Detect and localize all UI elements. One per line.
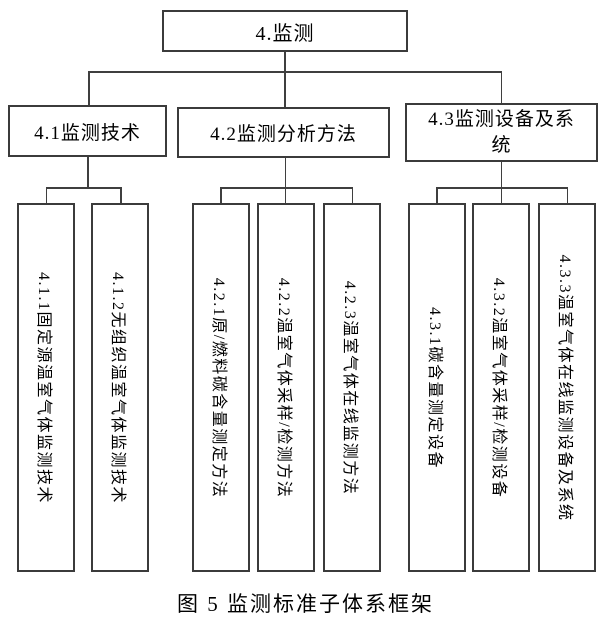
node-4-3-3-ghg-online-monitoring-equipment-systems: 4.3.3温室气体在线监测设备及系统 [538, 203, 596, 572]
node-4-3-1-label: 4.3.1碳含量测定设备 [426, 306, 443, 469]
connector-4-1-stem [87, 157, 89, 188]
connector-root-stem [284, 52, 286, 72]
node-4-monitoring-label: 4.监测 [255, 22, 315, 45]
connector-4-1-bus [45, 187, 122, 189]
connector-drop-4-3-2 [500, 187, 502, 203]
node-4-1-label: 4.1监测技术 [34, 122, 141, 144]
connector-4-2-bus [220, 187, 353, 189]
connector-drop-4-2-3 [351, 187, 353, 203]
figure-caption: 图 5 监测标准子体系框架 [177, 592, 434, 616]
connector-4-3-bus [436, 187, 568, 189]
connector-4-2-stem [284, 158, 286, 188]
node-4-2-2-label: 4.2.2温室气体采样/检测方法 [275, 277, 292, 498]
node-4-2-1-label: 4.2.1原/燃料碳含量测定方法 [210, 277, 227, 498]
connector-4-3-stem [500, 162, 502, 188]
node-4-2-2-ghg-sampling-testing-methods: 4.2.2温室气体采样/检测方法 [257, 203, 315, 572]
connector-drop-4-3-1 [436, 187, 438, 203]
connector-drop-4-3 [500, 71, 502, 103]
node-4-1-1-label: 4.1.1固定源温室气体监测技术 [35, 271, 52, 504]
connector-drop-4-1 [88, 71, 90, 105]
connector-drop-4-3-3 [566, 187, 568, 203]
node-4-1-2-fugitive-ghg-monitoring-technology: 4.1.2无组织温室气体监测技术 [91, 203, 149, 572]
connector-drop-4-1-2 [120, 187, 122, 203]
node-4-3-1-carbon-content-determination-equipment: 4.3.1碳含量测定设备 [408, 203, 466, 572]
connector-drop-4-2-1 [220, 187, 222, 203]
connector-drop-4-2-2 [284, 187, 286, 203]
node-4-2-3-label: 4.2.3温室气体在线监测方法 [341, 280, 358, 495]
connector-drop-4-2 [284, 71, 286, 107]
node-4-3-3-label: 4.3.3温室气体在线监测设备及系统 [556, 253, 573, 522]
node-4-1-monitoring-technology: 4.1监测技术 [8, 105, 167, 157]
node-4-2-monitoring-analysis-methods: 4.2监测分析方法 [177, 107, 390, 158]
node-4-2-label: 4.2监测分析方法 [210, 124, 357, 145]
node-4-3-2-ghg-sampling-testing-equipment: 4.3.2温室气体采样/检测设备 [472, 203, 530, 572]
node-4-monitoring: 4.监测 [162, 10, 408, 52]
node-4-3-monitoring-equipment-systems: 4.3监测设备及系统 [405, 103, 598, 162]
node-4-1-1-fixed-source-ghg-monitoring-technology: 4.1.1固定源温室气体监测技术 [17, 203, 75, 572]
connector-level2-bus [88, 71, 502, 73]
node-4-2-3-ghg-online-monitoring-methods: 4.2.3温室气体在线监测方法 [323, 203, 381, 572]
connector-drop-4-1-1 [45, 187, 47, 203]
node-4-3-2-label: 4.3.2温室气体采样/检测设备 [490, 277, 507, 498]
node-4-2-1-raw-fuel-carbon-content-determination-methods: 4.2.1原/燃料碳含量测定方法 [192, 203, 250, 572]
node-4-1-2-label: 4.1.2无组织温室气体监测技术 [109, 271, 126, 504]
node-4-3-label: 4.3监测设备及系统 [428, 108, 575, 156]
